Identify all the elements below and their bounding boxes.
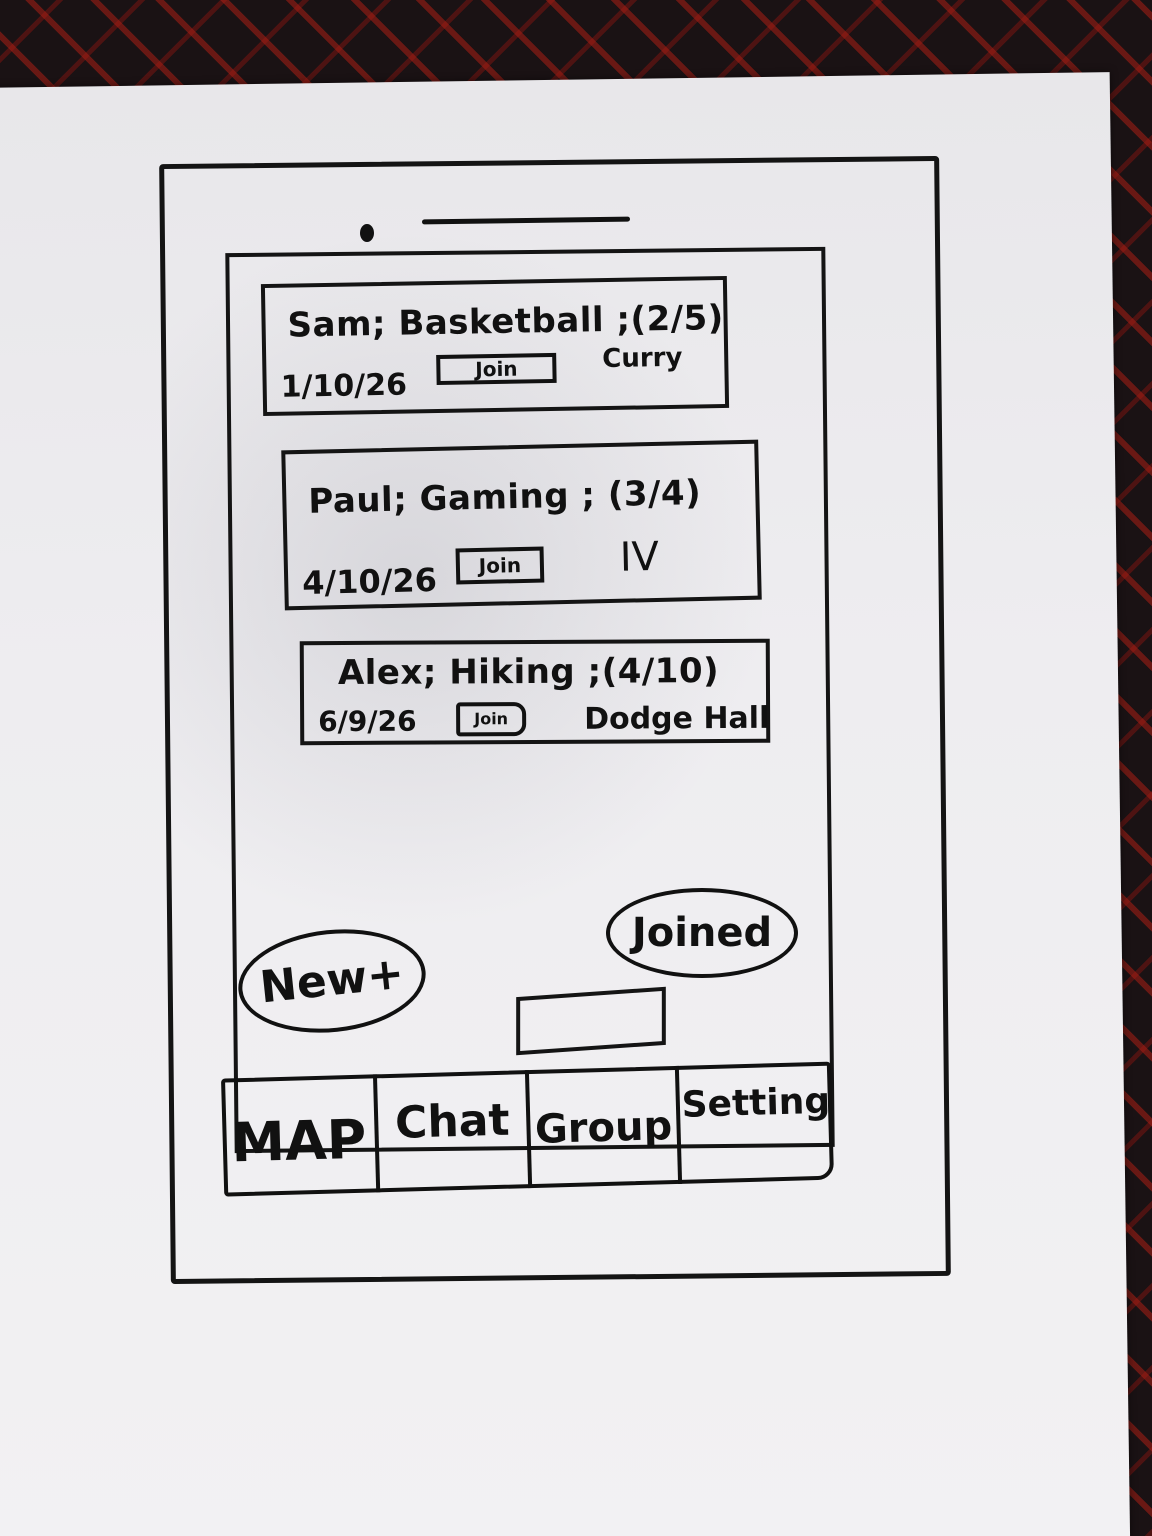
tab-bar: MAP Chat Group Setting [220,1021,844,1198]
camera-icon [360,224,374,242]
tab-setting[interactable]: Setting [681,1080,831,1126]
event-date: 4/10/26 [301,560,438,602]
join-button[interactable]: Join [455,546,545,585]
tab-group[interactable]: Group [528,1065,683,1189]
event-title: Alex; Hiking ;(4/10) [337,651,720,694]
event-date: 1/10/26 [280,367,408,405]
event-title: Paul; Gaming ; (3/4) [307,472,702,522]
join-button[interactable]: Join [456,702,527,737]
event-card[interactable]: Paul; Gaming ; (3/4) 4/10/26 Join IV [281,439,762,611]
event-card[interactable]: Alex; Hiking ;(4/10) 6/9/26 Join Dodge H… [299,638,771,746]
join-button[interactable]: Join [436,352,557,386]
event-card[interactable]: Sam; Basketball ;(2/5) 1/10/26 Join Curr… [260,275,730,417]
event-location: Curry [601,342,683,375]
joined-button[interactable]: Joined [606,888,798,978]
tab-map[interactable]: MAP [221,1074,381,1197]
tab-chat[interactable]: Chat [376,1070,533,1193]
event-title: Sam; Basketball ;(2/5) [287,298,725,346]
event-location: Dodge Hall [584,700,770,737]
event-date: 6/9/26 [318,704,417,739]
event-location: IV [619,533,660,581]
